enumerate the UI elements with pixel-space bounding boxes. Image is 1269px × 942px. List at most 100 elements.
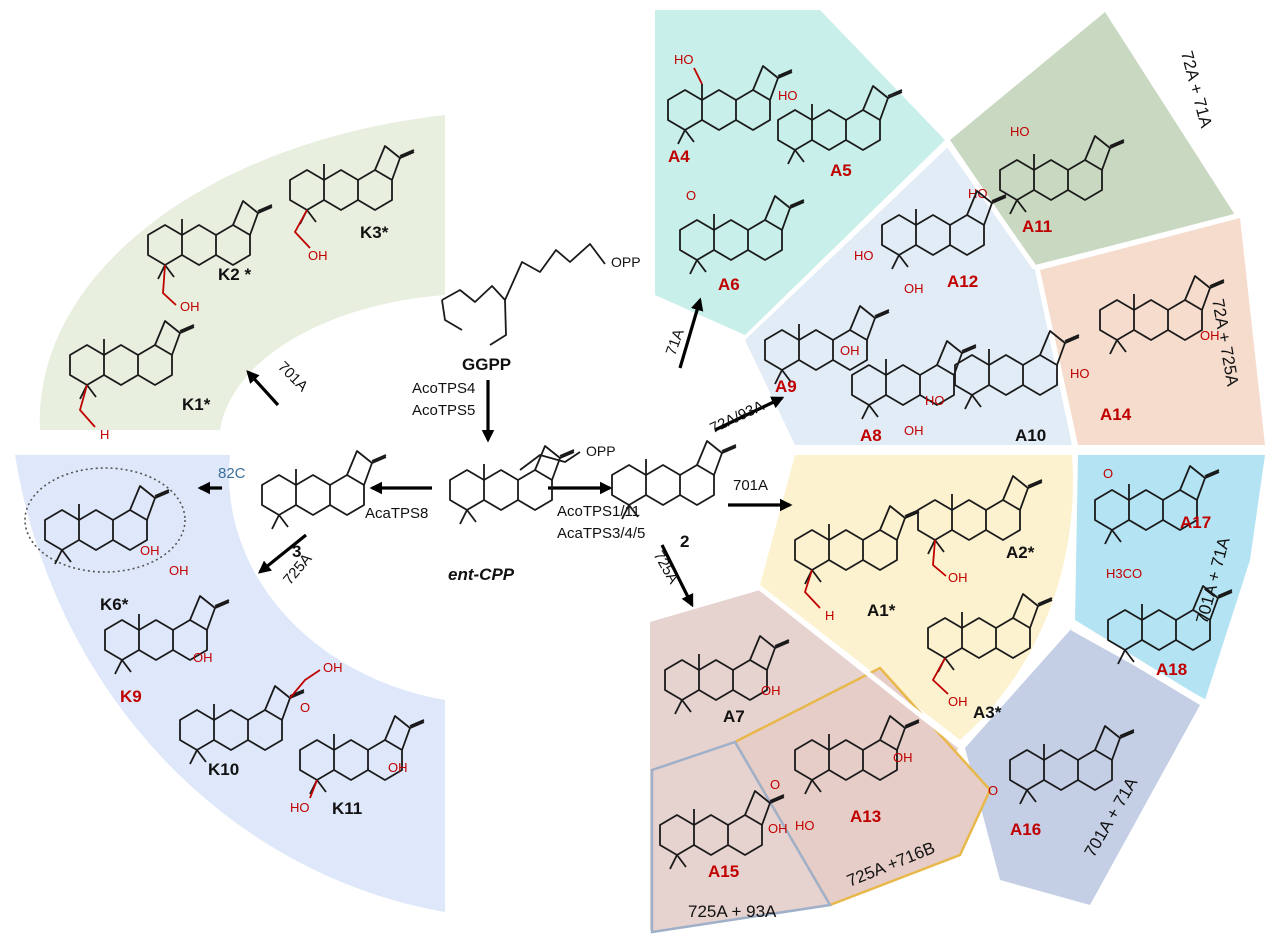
enzyme-72A-93A: 72A/93A <box>707 397 766 437</box>
molecule-A4: HO A4 <box>667 52 793 166</box>
label-A12: A12 <box>947 272 978 291</box>
label-A18: A18 <box>1156 660 1187 679</box>
label-K2: K2 * <box>218 265 251 284</box>
K6-dotted-ring <box>24 467 186 573</box>
sector-blue-left <box>15 455 445 912</box>
K2-oh: OH <box>180 299 200 314</box>
enzyme-701A-right: 701A <box>733 477 768 494</box>
A13-ho: HO <box>795 818 815 833</box>
sector-lightblue <box>745 145 1072 445</box>
A11-ho-left: HO <box>968 186 988 201</box>
label-2: 2 <box>680 532 689 551</box>
K9-oh-bottom: OH <box>193 650 213 665</box>
label-A3: A3* <box>973 703 1002 722</box>
opp-label-ggpp: OPP <box>611 254 641 270</box>
label-A8: A8 <box>860 426 882 445</box>
molecule-A16: O A16 <box>988 725 1135 839</box>
label-A9: A9 <box>775 377 797 396</box>
enzyme-AcaTPS3-4-5: AcaTPS3/4/5 <box>557 525 645 542</box>
arrow-2-to-A4 <box>678 297 704 369</box>
label-A17: A17 <box>1180 513 1211 532</box>
molecule-K3: OH K3* <box>289 145 415 263</box>
molecule-A2: OH A2* <box>917 475 1043 585</box>
A16-o: O <box>988 783 998 798</box>
label-A13: A13 <box>850 807 881 826</box>
sector-yellow <box>760 455 1074 740</box>
opp-label-cpp: OPP <box>586 443 616 459</box>
A12-oh: OH <box>904 281 924 296</box>
box-A15 <box>650 740 833 934</box>
label-A4: A4 <box>668 147 690 166</box>
label-A11: A11 <box>1022 217 1052 236</box>
K9-oh-top: OH <box>169 563 189 578</box>
combo-725A-93A: 725A + 93A <box>688 902 777 921</box>
molecule-A17: O A17 <box>1094 465 1220 545</box>
enzyme-701A-left: 701A <box>274 358 311 395</box>
arrow-3-to-K9 <box>258 533 308 574</box>
label-GGPP: GGPP <box>462 355 511 374</box>
label-3: 3 <box>292 542 301 561</box>
arrow-3-to-K1 <box>246 370 280 407</box>
A4-ho: HO <box>674 52 694 67</box>
A15-oh: OH <box>768 821 788 836</box>
molecule-A18: H3CO A18 <box>1106 566 1233 679</box>
A13-oh: OH <box>893 750 913 765</box>
arrow-2-to-A9 <box>714 396 785 432</box>
enzyme-AcoTPS1-11: AcoTPS1/11 <box>557 503 640 520</box>
K3-oh: OH <box>308 248 328 263</box>
K10-o: O <box>300 700 310 715</box>
combo-72A-71A: 72A + 71A <box>1177 49 1216 131</box>
A5-ho: HO <box>778 88 798 103</box>
label-K9: K9 <box>120 687 142 706</box>
label-A16: A16 <box>1010 820 1041 839</box>
label-A1: A1* <box>867 601 896 620</box>
enzyme-AcoTPS5: AcoTPS5 <box>412 402 475 419</box>
molecule-K2: OH K2 * <box>147 200 273 314</box>
label-A2: A2* <box>1006 543 1035 562</box>
A12-ho: HO <box>854 248 874 263</box>
molecule-K1: H K1* <box>69 320 211 442</box>
label-K3: K3* <box>360 223 389 242</box>
label-K11: K11 <box>332 799 362 818</box>
molecule-A5: HO A5 <box>777 85 903 180</box>
A14-ho: HO <box>1070 366 1090 381</box>
K10-oh: OH <box>323 660 343 675</box>
A10-ho: HO <box>925 393 945 408</box>
molecule-A7: OH A7 <box>664 635 790 726</box>
A18-h3co: H3CO <box>1106 566 1142 581</box>
molecule-A12: HO OH A12 <box>854 190 1007 296</box>
K11-ho: HO <box>290 800 310 815</box>
A11-ho-top: HO <box>1010 124 1030 139</box>
molecule-A15: O OH A15 <box>659 777 788 881</box>
sector-green-left <box>39 115 446 430</box>
label-A10: A10 <box>1015 426 1046 445</box>
label-K10: K10 <box>208 760 239 779</box>
A15-o: O <box>770 777 780 792</box>
arrow-2-to-A7 <box>660 544 694 608</box>
label-A15: A15 <box>708 862 739 881</box>
enzyme-725A-right: 725A <box>650 548 682 587</box>
molecule-A6: O A6 <box>679 188 805 294</box>
molecule-A11: HO HO A11 <box>968 124 1125 236</box>
K11-oh: OH <box>388 760 408 775</box>
sector-lavender <box>965 628 1200 905</box>
A8-oh: OH <box>904 423 924 438</box>
molecule-A10: HO A10 <box>925 330 1080 445</box>
label-A7: A7 <box>723 707 745 726</box>
sector-sage <box>950 12 1235 265</box>
label-ent-CPP: ent-CPP <box>448 565 515 584</box>
molecule-ent-CPP: OPP ent-CPP <box>448 443 616 584</box>
sector-cyan <box>1075 455 1265 700</box>
A9-oh: OH <box>840 343 860 358</box>
enzyme-82C: 82C <box>218 465 246 482</box>
label-A5: A5 <box>830 161 852 180</box>
A3-oh: OH <box>948 694 968 709</box>
molecule-GGPP: OPP GGPP <box>441 243 641 374</box>
enzyme-AcaTPS8: AcaTPS8 <box>365 505 428 522</box>
sector-peach <box>1040 218 1265 445</box>
molecule-A3: OH A3* <box>927 593 1053 722</box>
A2-oh: OH <box>948 570 968 585</box>
label-A6: A6 <box>718 275 740 294</box>
A1-h: H <box>825 608 834 623</box>
